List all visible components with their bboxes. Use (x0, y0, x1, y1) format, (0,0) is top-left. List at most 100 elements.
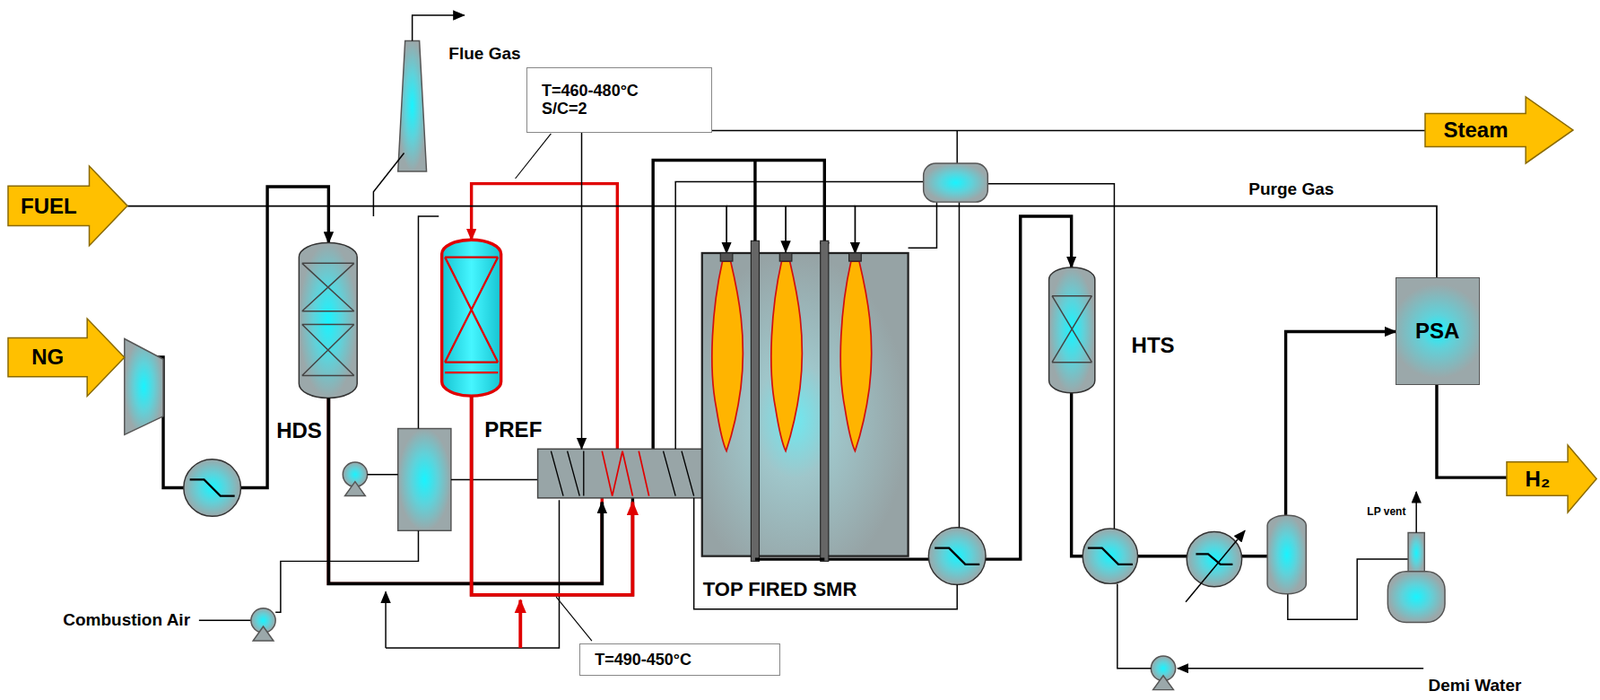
process-box: PSA (1395, 277, 1479, 384)
heat-exchanger (190, 478, 235, 496)
node-text: PREF (483, 417, 543, 443)
air-cooler-arrow (1185, 530, 1245, 602)
heat-exchanger (934, 547, 980, 565)
steam-system (675, 181, 1114, 609)
process-line (854, 206, 1437, 279)
smr-furnace (755, 160, 825, 560)
prereformer (442, 239, 502, 396)
hds-reactor (298, 243, 357, 399)
air-preheat (199, 619, 252, 621)
convection-section (538, 448, 703, 498)
equipment-unit: HTS (1045, 263, 1184, 397)
separator-deaerator (1415, 491, 1417, 532)
separator-deaerator (1408, 532, 1425, 574)
callout-leader (556, 596, 592, 641)
separator-deaerator (1117, 491, 1445, 690)
smr-furnace (702, 160, 909, 562)
separator-deaerator (1267, 514, 1306, 594)
hds-reactor (298, 243, 357, 399)
arrow-shape (8, 318, 125, 396)
node-text: T=460-480°C S/C=2 (541, 81, 668, 119)
smr-furnace (750, 240, 759, 561)
node-text: H₂ (1524, 466, 1550, 492)
heat-exchanger (928, 527, 986, 585)
convection-section (538, 448, 703, 498)
heat-exchanger (1082, 528, 1138, 583)
smr-furnace (720, 252, 733, 261)
heat-exchanger (183, 459, 242, 517)
edge-label: Purge Gas (1246, 179, 1336, 200)
feed-overlay (471, 395, 634, 595)
heat-exchanger (1195, 553, 1233, 564)
smr-furnace (840, 252, 872, 452)
smr-furnace (702, 252, 909, 557)
feed-overlay (328, 395, 633, 648)
smr-furnace (712, 260, 744, 451)
arrow-shape (1506, 444, 1597, 513)
smr-furnace (820, 240, 829, 561)
heat-exchanger (183, 459, 242, 517)
smr-furnace (712, 252, 744, 452)
node-text: T=490-450°C (594, 650, 692, 670)
convection-section (550, 451, 694, 496)
ng-compressor (124, 338, 164, 435)
process-line (1071, 331, 1397, 557)
stream-arrow: Steam (1425, 96, 1574, 164)
smr-furnace (726, 205, 855, 208)
node-text: HDS (275, 417, 323, 444)
node-text: Steam (1443, 117, 1509, 143)
air-preheat (275, 530, 418, 612)
flue-stack (398, 40, 427, 172)
stream-label: Combustion Air (60, 609, 192, 630)
smr-furnace (784, 206, 787, 253)
prereformer (442, 239, 502, 396)
arrow-outline (1425, 96, 1574, 164)
stream-arrow: FUEL (8, 165, 128, 246)
air-preheat (252, 626, 274, 641)
separator-deaerator (1153, 675, 1174, 690)
equipment-unit: TOP FIRED SMR (702, 243, 909, 613)
heat-exchanger (1186, 530, 1242, 586)
flue-stack (373, 153, 404, 217)
node-text: HTS (1130, 332, 1176, 358)
stream-arrow: NG (8, 318, 125, 396)
node-text: FUEL (20, 193, 78, 219)
stream-label: LP vent (1365, 505, 1408, 519)
stream-label: Demi Water (1426, 675, 1524, 696)
smr-furnace (849, 252, 862, 261)
smr-furnace (712, 252, 872, 452)
ng-compressor (124, 338, 164, 435)
convection-section (601, 451, 649, 496)
smr-furnace (840, 260, 872, 451)
air-preheat (384, 591, 386, 648)
steam-system (581, 130, 583, 450)
heat-exchanger (928, 527, 986, 585)
smr-furnace (779, 252, 792, 261)
heat-exchanger (1087, 547, 1133, 565)
feed-overlay (518, 600, 522, 648)
air-preheat (398, 428, 452, 531)
separator-deaerator (1117, 582, 1152, 668)
smr-furnace (771, 252, 803, 452)
air-preheat (345, 481, 366, 496)
node-text: PSA (1415, 318, 1460, 344)
arrow-outline (1506, 444, 1597, 513)
stream-arrow: H₂ (1506, 444, 1597, 513)
callout-leader (515, 133, 592, 641)
callout-box: T=490-450°C (579, 643, 781, 676)
hts-reactor (1049, 267, 1096, 393)
steam-system (582, 130, 1427, 609)
smr-furnace (771, 260, 803, 451)
heat-exchanger (1082, 528, 1138, 583)
process-line (124, 186, 330, 487)
arrow-outline (8, 165, 128, 246)
equipment-unit: HDS (271, 238, 364, 444)
steam-system (923, 163, 989, 202)
stream-label: Flue Gas (446, 43, 522, 64)
process-line (127, 206, 727, 253)
separator-deaerator (1177, 667, 1424, 669)
process-line (1436, 384, 1507, 478)
callout-box: T=460-480°C S/C=2 (526, 67, 713, 133)
hds-reactor (302, 262, 355, 375)
air-cooler-arrow (1185, 530, 1245, 602)
